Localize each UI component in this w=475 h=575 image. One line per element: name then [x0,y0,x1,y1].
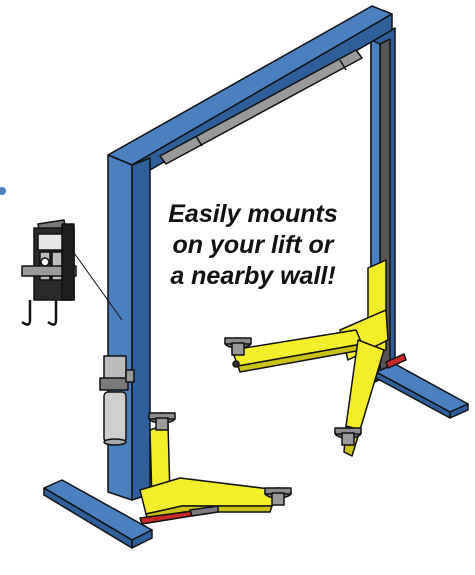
left-post [43,154,153,549]
left-lift-arms [139,423,279,525]
right-post [370,27,469,419]
leader-line [71,249,123,321]
hydraulic-pump-icon [99,355,135,446]
left-rear-lift-pad [148,412,176,431]
wall-mount-unit-icon [0,187,77,326]
right-rear-lift-pad [224,337,252,368]
caption-line-3: a nearby wall! [170,262,336,290]
overhead-beam [107,5,393,171]
right-front-lift-pad [334,427,362,446]
caption-line-1: Easily mounts [168,200,338,228]
caption-line-2: on your lift or [172,231,334,259]
caption: Easily mounts on your lift or a nearby w… [146,199,360,292]
left-front-lift-pad [264,487,292,506]
